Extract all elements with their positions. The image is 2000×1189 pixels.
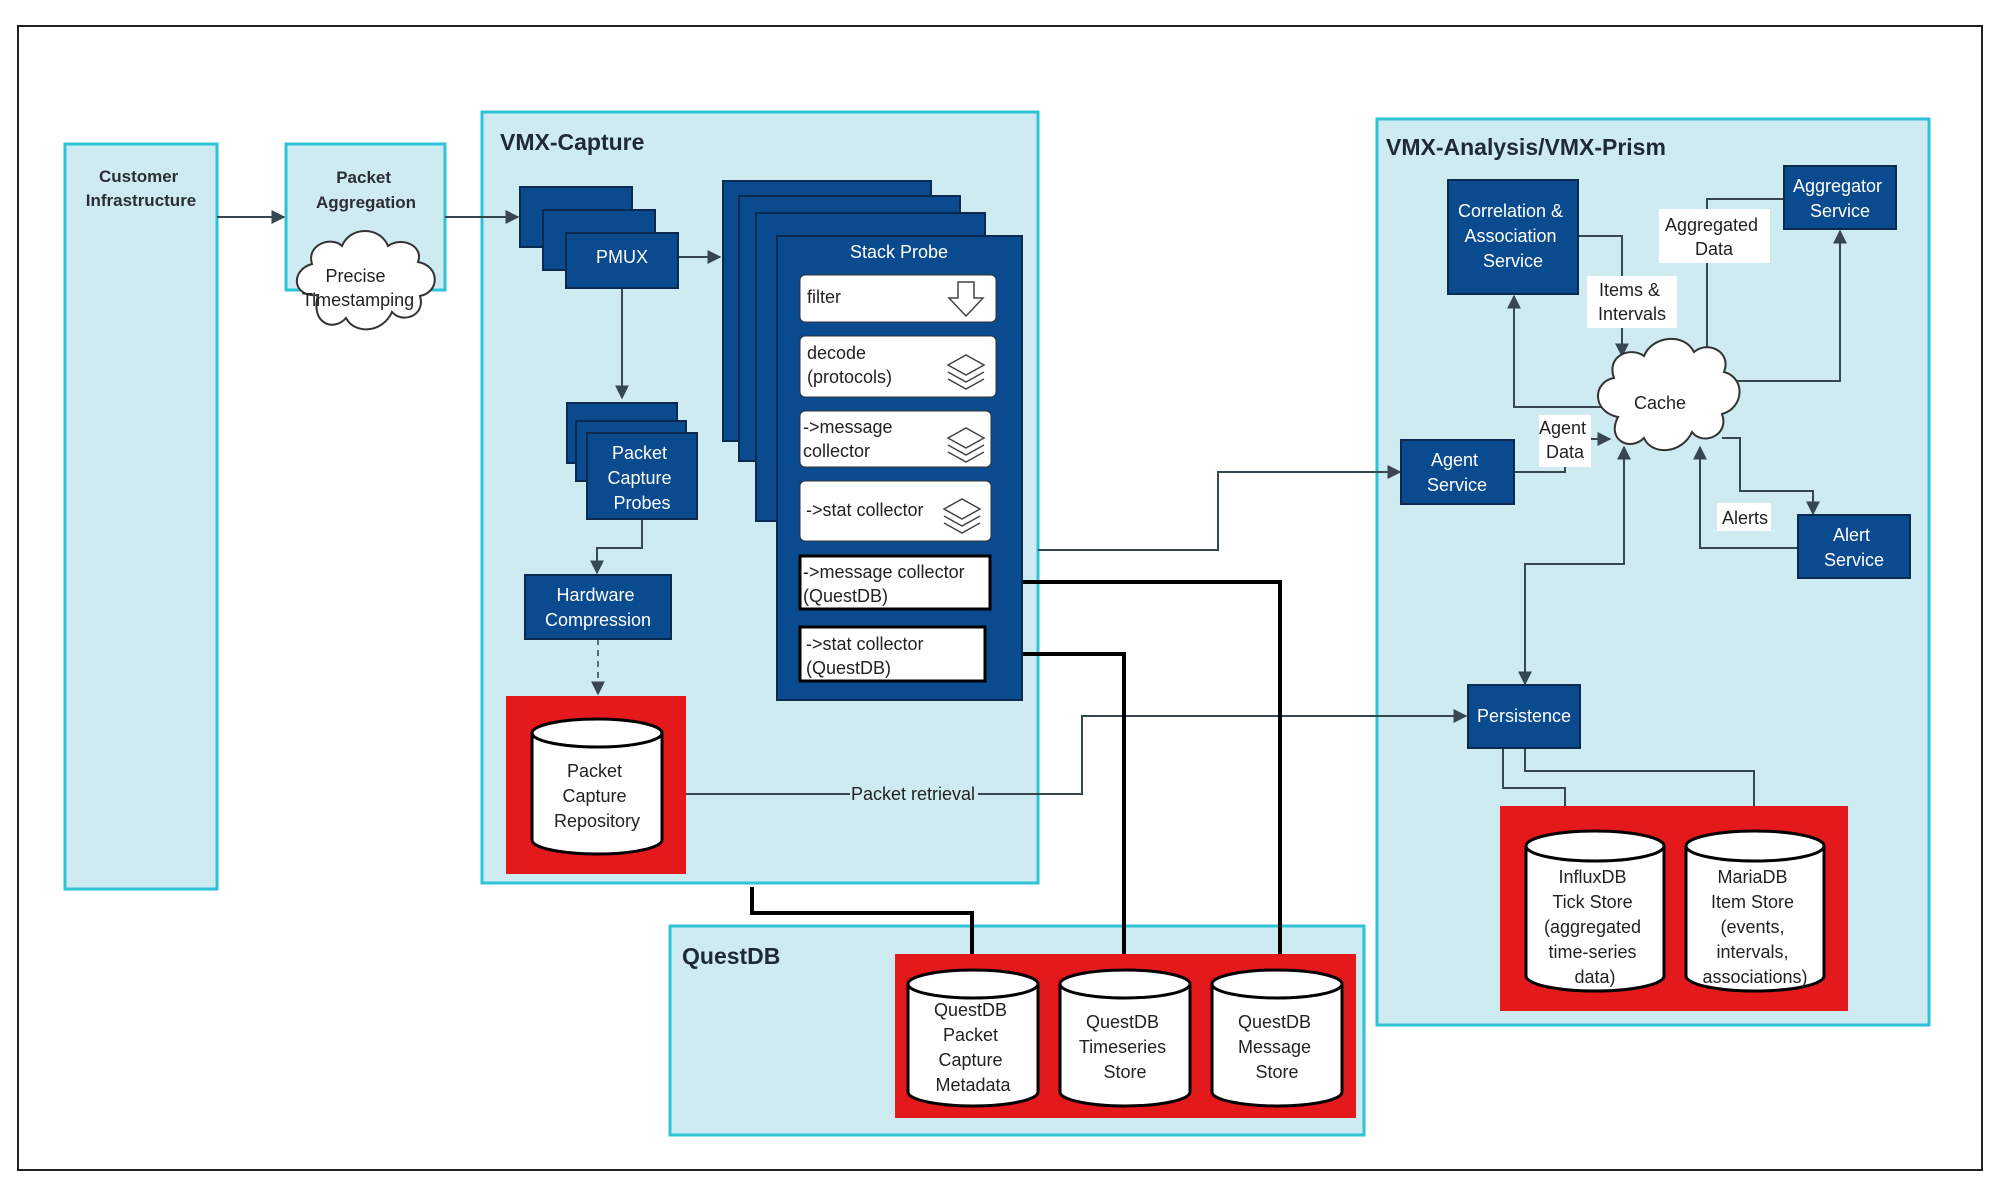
edge-stack-probe-to-agent [1038,465,1402,551]
pmux-stack: PMUX [519,186,679,289]
layers-icon [942,498,982,534]
edge-message-collector-to-message-store [990,580,1288,972]
edge-aggregator-to-cache [1700,198,1785,365]
packet-capture-probes-label: Packet Capture Probes [607,443,676,513]
svg-text:->stat collector: ->stat collector [806,500,924,520]
edge-stat-collector-to-timeseries [985,652,1132,972]
customer-infrastructure-box [63,142,219,891]
alerts-label: Alerts [1722,508,1768,528]
svg-text:->stat collector (Ques: ->stat collector (QuestDB) [806,634,929,678]
stack-probe-title: Stack Probe [850,242,948,262]
svg-text:->message collector (Q: ->message collector (QuestDB) [803,562,970,606]
svg-text:Cache: Cache [1634,393,1686,413]
packet-capture-probes-stack: Packet Capture Probes [566,402,698,520]
aggregated-data-label: Aggregated Data [1665,215,1763,259]
svg-text:Packet Capture Rep: Packet Capture Repository [554,761,640,831]
svg-text:decode (protocols): decode (protocols) [807,343,892,387]
svg-text:Hardware Compression: Hardware Compression [545,585,651,630]
svg-text:Aggregator Service: Aggregator Service [1793,176,1887,221]
correlation-association-service: Correlation & Association Service [1447,179,1579,295]
edge-capture-to-questdb-metadata [750,887,980,972]
packet-retrieval-label-bg [850,781,978,807]
aggregated-data-label-bg [1659,209,1770,263]
questdb-message-cylinder: QuestDB Message Store [1210,968,1344,1108]
edge-cache-to-alert [1722,437,1820,516]
questdb-timeseries-cylinder: QuestDB Timeseries Store [1058,968,1192,1108]
cache-cloud: Cache [1597,337,1741,452]
precise-timestamping-cloud: Precise Timestamping [295,230,436,331]
svg-text:Agent Service: Agent Service [1427,450,1487,495]
packet-capture-repository-cylinder: Packet Capture Repository [530,717,664,856]
svg-text:Correlation & Associatio: Correlation & Association Service [1458,201,1568,271]
persistence-node: Persistence [1467,684,1581,749]
packet-aggregation-label: Packet Aggregation [316,168,416,212]
svg-text:InfluxDB Tick Store: InfluxDB Tick Store (aggregated time-ser… [1544,867,1646,987]
svg-text:filter: filter [807,287,841,307]
edge-repository-to-persistence [686,716,1466,795]
items-intervals-label: Items & Intervals [1598,280,1666,324]
svg-text:Precise Timestamping: Precise Timestamping [302,266,414,310]
svg-text:QuestDB Timeseries: QuestDB Timeseries Store [1079,1012,1171,1082]
decode-step: decode (protocols) [799,335,997,398]
svg-text:MariaDB Item Store: MariaDB Item Store (events, intervals, a… [1702,867,1807,987]
alert-service: Alert Service [1797,514,1911,579]
stack-probe: Stack Probe filter decode (protocols) ->… [722,180,1023,701]
edge-cache-to-correlation [1507,294,1608,408]
stat-collector-questdb-step: ->stat collector (QuestDB) [798,625,987,683]
svg-text:QuestDB Message St: QuestDB Message Store [1238,1012,1316,1082]
agent-data-label-bg [1539,415,1591,467]
message-collector-step: ->message collector [799,410,992,468]
questdb-title: QuestDB [682,943,780,969]
edge-persistence-cache [1518,445,1631,686]
svg-text:QuestDB Packet Cap: QuestDB Packet Capture Metadata [934,1000,1012,1095]
vmx-analysis-title: VMX-Analysis/VMX-Prism [1386,134,1666,160]
aggregator-service: Aggregator Service [1783,165,1897,230]
pmux-label: PMUX [596,247,648,267]
layers-icon [946,354,986,390]
influxdb-cylinder: InfluxDB Tick Store (aggregated time-ser… [1524,829,1666,993]
stat-collector-step: ->stat collector [799,480,992,542]
agent-data-label: Agent Data [1539,418,1591,462]
svg-text:Persistence: Persistence [1477,706,1571,726]
message-collector-questdb-step: ->message collector (QuestDB) [798,554,992,611]
questdb-packet-capture-cylinder: QuestDB Packet Capture Metadata [906,968,1040,1108]
mariadb-cylinder: MariaDB Item Store (events, intervals, a… [1684,829,1826,993]
hardware-compression-node: Hardware Compression [524,574,672,640]
edge-cache-to-aggregator [1722,229,1847,382]
filter-step: filter [799,274,997,323]
agent-service: Agent Service [1400,439,1515,505]
edge-probes-to-compression [590,519,643,575]
edge-persistence-to-influxdb [1502,749,1566,807]
vmx-capture-title: VMX-Capture [500,129,644,155]
edge-alert-to-cache [1693,445,1797,549]
layers-icon [946,427,986,463]
alerts-label-bg [1717,503,1771,531]
arrow-down-icon [947,281,985,318]
edge-persistence-to-mariadb [1524,749,1755,807]
packet-retrieval-label: Packet retrieval [851,784,975,804]
items-intervals-label-bg [1587,276,1677,328]
svg-text:Alert Service: Alert Service [1824,525,1884,570]
svg-text:->message collector: ->message collector [803,417,898,461]
customer-infrastructure-label: Customer Infrastructure [86,167,197,210]
